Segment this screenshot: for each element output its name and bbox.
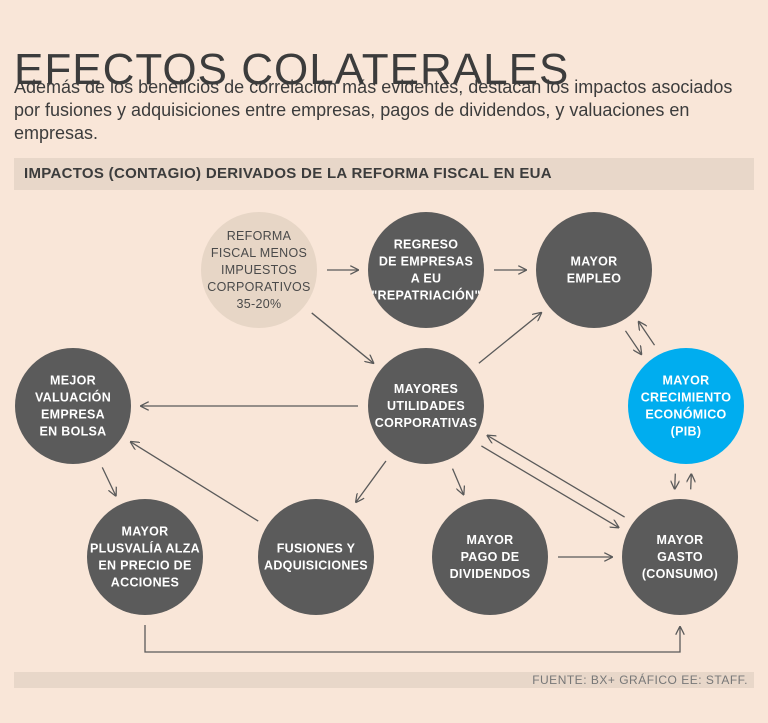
nodes-layer: REFORMA FISCAL MENOS IMPUESTOS CORPORATIVOS… (15, 212, 744, 615)
node-circle (368, 212, 484, 328)
node-valuacion: MEJOR VALUACIÓN EMPRESA EN BOLSA (15, 348, 131, 464)
node-regreso: REGRESO DE EMPRESAS A EU "REPATRIACIÓN" (368, 212, 484, 328)
node-circle (628, 348, 744, 464)
arrow-empleo-to-crecimiento (624, 330, 641, 354)
node-empleo: MAYOR EMPLEO (536, 212, 652, 328)
node-label-line: MEJOR (50, 374, 96, 388)
node-label-line: UTILIDADES (387, 399, 465, 413)
node-label-line: "REPATRIACIÓN" (371, 288, 480, 303)
node-label-line: PLUSVALÍA ALZA (90, 541, 200, 556)
arrow-utilidades-to-dividendos (451, 468, 464, 495)
node-label-line: EMPLEO (567, 272, 622, 286)
node-label-line: IMPUESTOS (221, 263, 297, 277)
node-label-line: EN PRECIO DE (98, 559, 191, 573)
node-label-line: CORPORATIVOS (207, 280, 310, 294)
node-label-line: EN BOLSA (40, 425, 107, 439)
node-label-line: ACCIONES (111, 576, 179, 590)
arrow-gasto-to-utilidades (488, 436, 625, 518)
node-label-line: DE EMPRESAS (379, 255, 473, 269)
arrow-gasto-to-crecimiento (691, 474, 692, 490)
node-label-line: REFORMA (227, 229, 292, 243)
node-circle (201, 212, 317, 328)
arrow-plusvalia-to-gasto (144, 625, 680, 653)
node-label-line: CORPORATIVAS (375, 416, 477, 430)
page-subtitle: Además de los beneficios de correlación … (14, 77, 733, 143)
page-title: EFECTOS COLATERALES (14, 45, 570, 95)
node-label-line: CRECIMIENTO (641, 391, 732, 405)
node-circle (258, 499, 374, 615)
node-circle (432, 499, 548, 615)
node-dividendos: MAYOR PAGO DE DIVIDENDOS (432, 499, 548, 615)
arrow-valuacion-to-plusvalia (101, 467, 115, 495)
arrow-reforma-to-utilidades (311, 312, 374, 363)
node-label-line: A EU (411, 272, 442, 286)
node-label-line: MAYOR (467, 533, 514, 547)
node-label-line: ECONÓMICO (645, 407, 726, 422)
node-fusiones: FUSIONES Y ADQUISICIONES (258, 499, 374, 615)
arrow-fusiones-to-valuacion (131, 442, 259, 522)
footer-bar: FUENTE: BX+ GRÁFICO EE: STAFF. (14, 672, 754, 688)
node-label-line: MAYOR (571, 255, 618, 269)
node-label-line: (CONSUMO) (642, 567, 718, 581)
node-gasto: MAYOR GASTO (CONSUMO) (622, 499, 738, 615)
node-label-line: PAGO DE (461, 550, 520, 564)
section-banner: IMPACTOS (CONTAGIO) DERIVADOS DE LA REFO… (14, 158, 754, 190)
arrow-utilidades-to-fusiones (356, 460, 387, 502)
node-label-line: MAYOR (657, 533, 704, 547)
node-label-line: MAYORES (394, 382, 458, 396)
node-label-line: (PIB) (671, 425, 702, 439)
node-circle (15, 348, 131, 464)
node-label-line: DIVIDENDOS (450, 567, 531, 581)
edges-layer (101, 270, 692, 653)
source-credit: FUENTE: BX+ GRÁFICO EE: STAFF. (532, 673, 748, 687)
node-utilidades: MAYORES UTILIDADES CORPORATIVAS (368, 348, 484, 464)
node-label-line: VALUACIÓN (35, 390, 111, 405)
node-circle (368, 348, 484, 464)
node-label-line: MAYOR (122, 525, 169, 539)
node-label-line: 35-20% (237, 297, 282, 311)
node-plusvalia: MAYOR PLUSVALÍA ALZA EN PRECIO DE ACCIONES (87, 499, 203, 615)
arrow-crecimiento-to-empleo (639, 322, 656, 346)
node-label-line: EMPRESA (41, 408, 105, 422)
node-reforma: REFORMA FISCAL MENOS IMPUESTOS CORPORATIVOS… (201, 212, 317, 328)
node-circle (622, 499, 738, 615)
node-label-line: ADQUISICIONES (264, 559, 368, 573)
node-label-line: REGRESO (394, 238, 459, 252)
node-crecimiento: MAYOR CRECIMIENTO ECONÓMICO (PIB) (628, 348, 744, 464)
node-label-line: GASTO (657, 550, 703, 564)
arrow-utilidades-to-empleo (478, 313, 541, 364)
arrow-crecimiento-to-gasto (675, 473, 676, 489)
node-label-line: MAYOR (663, 374, 710, 388)
node-label-line: FISCAL MENOS (211, 246, 307, 260)
section-banner-label: IMPACTOS (CONTAGIO) DERIVADOS DE LA REFO… (24, 165, 552, 182)
node-circle (87, 499, 203, 615)
node-circle (536, 212, 652, 328)
node-label-line: FUSIONES Y (277, 542, 356, 556)
arrow-utilidades-to-gasto (481, 445, 618, 528)
